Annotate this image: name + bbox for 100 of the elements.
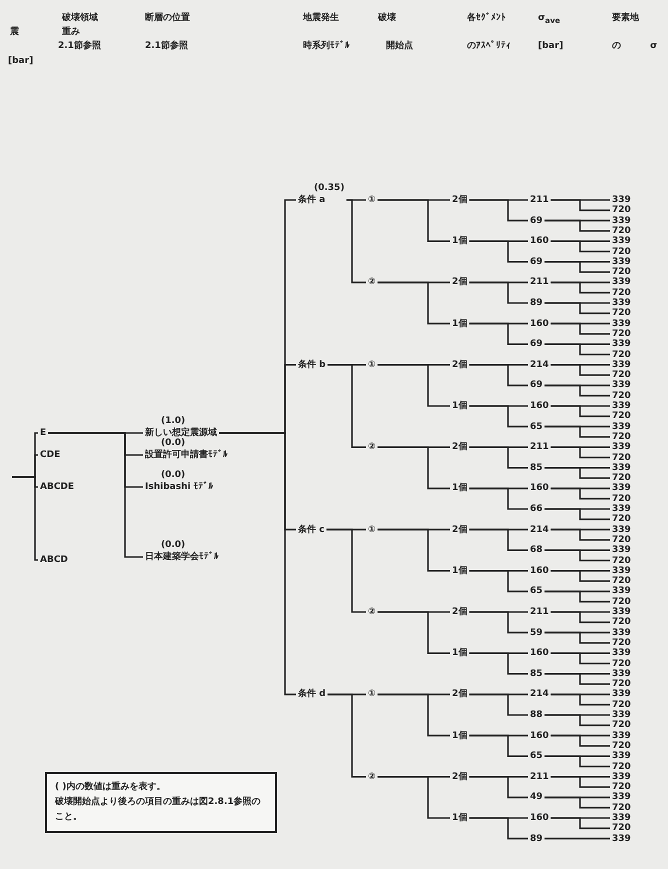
tree-branch-line: [469, 282, 528, 304]
tree-branch-line: [544, 673, 610, 685]
column-header: [bar]: [8, 55, 34, 67]
weight-label: (0.0): [161, 437, 186, 449]
element-stress-value: 720: [612, 554, 631, 566]
model-label: 日本建築学会ﾓﾃﾞﾙ: [145, 551, 219, 563]
region-label: E: [40, 427, 46, 439]
element-stress-value: 339: [612, 626, 631, 639]
element-stress-value: 720: [612, 390, 631, 402]
column-header: の σ: [612, 40, 658, 52]
column-header: 重み: [62, 26, 80, 38]
column-header: 破壊領域: [62, 12, 98, 24]
column-header: 断層の位置: [145, 12, 190, 24]
tree-branch-line: [550, 282, 610, 294]
tree-branch-line: [469, 488, 528, 510]
start-point-label: ①: [368, 194, 376, 206]
model-label: 設置許可申請書ﾓﾃﾞﾙ: [145, 449, 228, 461]
stress-value: 160: [530, 812, 549, 824]
stress-value: 160: [530, 482, 549, 494]
tree-branch-line: [550, 570, 610, 582]
tree-branch-line: [378, 364, 450, 407]
element-stress-value: 339: [612, 318, 631, 330]
element-stress-value: 339: [612, 214, 631, 227]
element-stress-value: 339: [612, 194, 631, 206]
element-stress-value: 720: [612, 452, 631, 464]
tree-branch-line: [469, 570, 528, 592]
start-point-label: ②: [368, 441, 376, 454]
start-point-label: ①: [368, 524, 376, 536]
column-header: 各ｾｸﾞﾒﾝﾄ: [467, 12, 506, 24]
asperity-label: 1個: [452, 564, 468, 577]
tree-branch-line: [328, 694, 366, 778]
tree-branch-line: [550, 199, 610, 212]
stress-value: 85: [530, 462, 543, 474]
tree-branch-line: [550, 488, 610, 500]
stress-value: 69: [530, 256, 543, 268]
tree-branch-line: [378, 446, 450, 490]
element-stress-value: 339: [612, 441, 631, 454]
tree-branch-line: [550, 652, 610, 664]
element-stress-value: 339: [612, 482, 631, 494]
element-stress-value: 720: [612, 678, 631, 690]
element-stress-value: 720: [612, 328, 631, 340]
element-stress-value: 720: [612, 802, 631, 814]
stress-value: 65: [530, 585, 543, 598]
tree-branch-line: [12, 476, 38, 561]
tree-branch-line: [544, 755, 610, 768]
tree-branch-line: [378, 199, 450, 242]
tree-branch-line: [378, 528, 450, 572]
tree-branch-line: [544, 632, 610, 644]
stress-value: 88: [530, 709, 543, 721]
tree-branch-line: [550, 528, 610, 541]
tree-branch-line: [544, 343, 610, 356]
asperity-label: 2個: [452, 606, 468, 618]
element-stress-value: 720: [612, 513, 631, 526]
column-header: 開始点: [386, 40, 413, 52]
stress-value: 160: [530, 400, 549, 412]
element-stress-value: 720: [612, 246, 631, 258]
column-header: σ$_{ave}$: [538, 12, 560, 27]
stress-value: 69: [530, 338, 543, 350]
element-stress-value: 720: [612, 658, 631, 670]
tree-branch-line: [469, 776, 528, 798]
element-stress-value: 339: [612, 358, 631, 371]
element-stress-value: 339: [612, 709, 631, 721]
element-stress-value: 720: [612, 740, 631, 752]
stress-value: 65: [530, 420, 543, 433]
asperity-label: 1個: [452, 647, 468, 660]
tree-branch-line: [378, 282, 450, 324]
tree-branch-line: [544, 302, 610, 314]
tree-branch-line: [469, 817, 528, 840]
element-stress-value: 720: [612, 224, 631, 237]
tree-branch-line: [469, 734, 528, 757]
condition-label: 条件 a: [298, 194, 326, 206]
element-stress-value: 720: [612, 575, 631, 588]
element-stress-value: 720: [612, 307, 631, 320]
element-stress-value: 339: [612, 544, 631, 556]
stress-value: 211: [530, 194, 549, 206]
weight-label: (0.35): [314, 182, 344, 194]
element-stress-value: 720: [612, 410, 631, 422]
element-stress-value: 720: [612, 616, 631, 628]
stress-value: 65: [530, 750, 543, 762]
tree-branch-line: [469, 240, 528, 263]
start-point-label: ①: [368, 688, 376, 700]
start-point-label: ①: [368, 358, 376, 371]
stress-value: 89: [530, 297, 543, 309]
element-stress-value: 339: [612, 420, 631, 433]
stress-value: 68: [530, 544, 543, 556]
stress-value: 59: [530, 626, 543, 639]
element-stress-value: 720: [612, 286, 631, 299]
asperity-label: 2個: [452, 194, 468, 206]
tree-branch-line: [550, 734, 610, 747]
column-header: [bar]: [538, 40, 564, 52]
stress-value: 160: [530, 318, 549, 330]
tree-branch-line: [469, 322, 528, 345]
asperity-label: 2個: [452, 441, 468, 454]
element-stress-value: 339: [612, 524, 631, 536]
condition-label: 条件 d: [298, 688, 326, 700]
column-header: 震: [10, 26, 19, 38]
stress-value: 214: [530, 358, 549, 371]
column-header: のｱｽﾍﾟﾘﾃｨ: [467, 40, 511, 52]
tree-branch-line: [544, 508, 610, 520]
stress-value: 211: [530, 441, 549, 454]
